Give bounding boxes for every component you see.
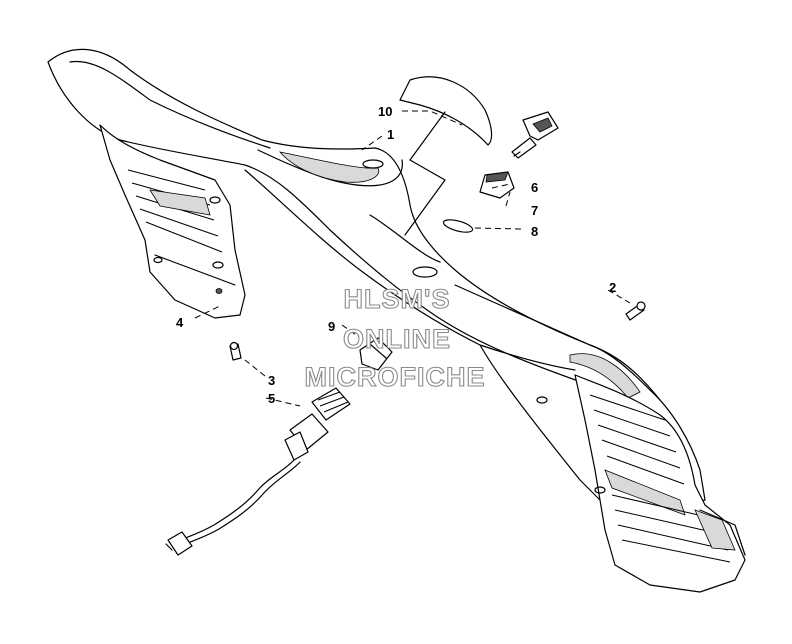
washer [442,219,474,233]
left-vent-housing [99,124,246,319]
callout-9: 9 [328,319,335,334]
leader-lines [194,110,631,407]
callout-1: 1 [387,127,394,142]
bulb-harness [165,387,351,556]
watermark: HLSM'S ONLINE MICROFICHE [304,283,486,392]
callout-10: 10 [378,104,392,119]
watermark-line-1: HLSM'S [344,284,451,314]
callout-labels: 1 2 3 4 5 6 7 8 9 10 [176,104,616,406]
callout-6: 6 [531,180,538,195]
right-vent-housing [536,374,746,593]
callout-8: 8 [531,224,538,239]
light-socket [359,337,393,371]
screw-left [229,341,242,361]
console-body [47,48,706,506]
ignition-switch [479,171,515,199]
callout-7: 7 [531,203,538,218]
watermark-line-2: ONLINE [343,324,451,354]
decal-panel [399,76,493,146]
watermark-line-3: MICROFICHE [305,362,486,392]
callout-2: 2 [609,280,616,295]
screw-right [625,301,646,321]
callout-4: 4 [176,315,184,330]
callout-5: 5 [268,391,275,406]
callout-3: 3 [268,373,275,388]
ignition-key [511,111,559,159]
